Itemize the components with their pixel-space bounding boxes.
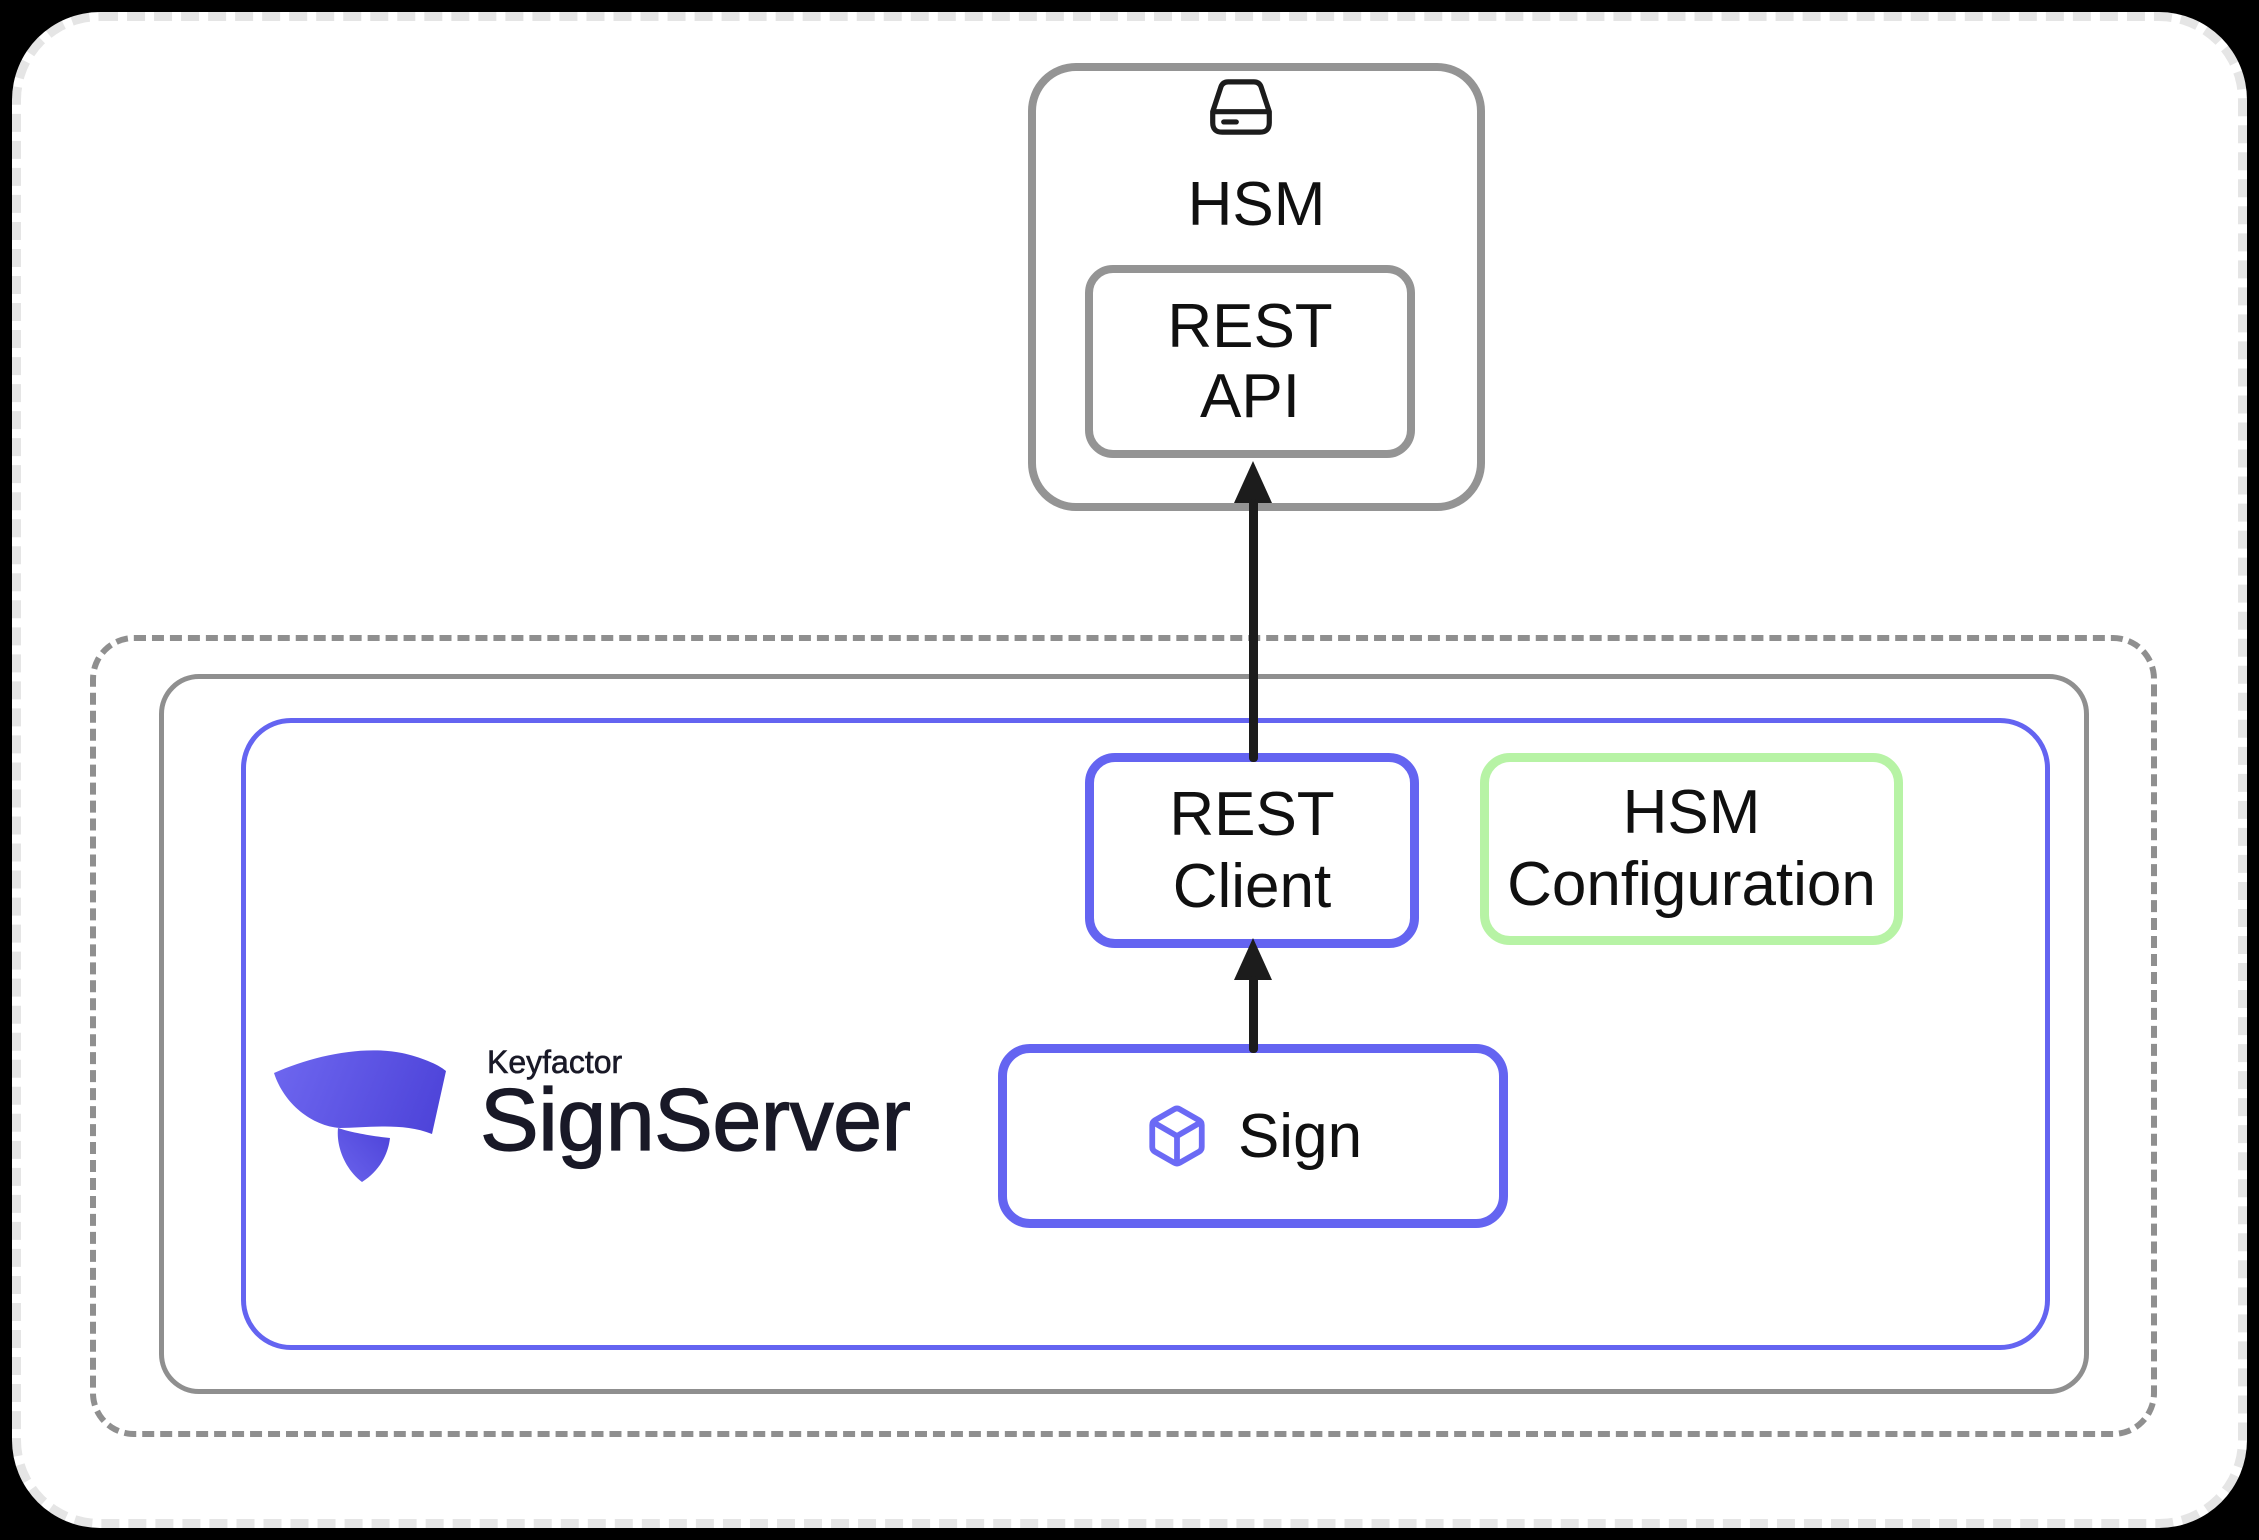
arrow-shaft [1248,499,1258,762]
rest-client-box: REST Client [1085,753,1419,948]
hsm-configuration-box: HSM Configuration [1480,753,1903,945]
server-container [159,674,2089,1394]
hsm-device-icon [1210,79,1272,135]
hsm-configuration-label-line1: HSM [1622,778,1761,847]
hsm-label: HSM [1187,170,1326,239]
hsm-configuration-label-line2: Configuration [1507,850,1876,919]
arrow-head-icon [1234,938,1272,980]
rest-api-label-line1: REST [1167,291,1333,361]
cube-icon [1149,1105,1205,1167]
signserver-product-text: SignServer [479,1070,911,1169]
arrow-rest-client-to-rest-api [1234,461,1272,762]
signserver-container [241,718,2050,1350]
arrow-shaft [1248,976,1258,1053]
sign-label: Sign [1237,1101,1363,1171]
rest-client-label-line2: Client [1172,851,1332,921]
rest-api-box: REST API [1085,265,1415,458]
deployment-boundary [90,635,2157,1437]
rest-api-label-line2: API [1200,361,1300,431]
sign-box: Sign [998,1044,1508,1228]
arrow-sign-to-rest-client [1234,938,1272,1053]
keyfactor-brand-text: Keyfactor [487,1044,623,1081]
keyfactor-logo-icon [274,1050,446,1182]
arrow-head-icon [1234,461,1272,503]
rest-client-label-line1: REST [1169,779,1335,849]
